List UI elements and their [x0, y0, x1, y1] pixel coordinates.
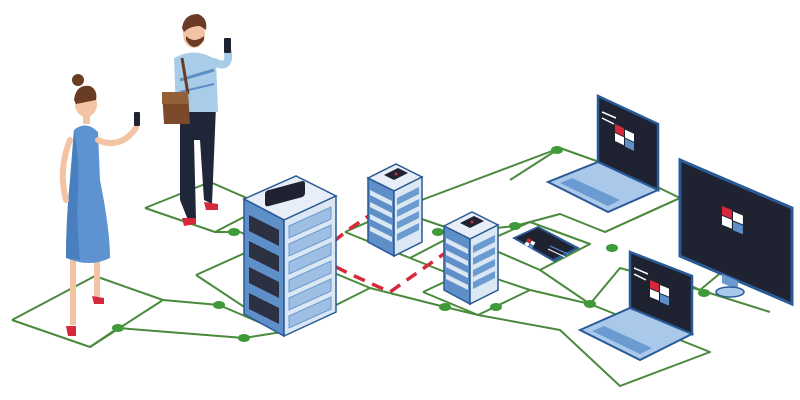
network-node-icon — [606, 244, 618, 252]
server-rack-icon — [366, 163, 424, 258]
monitor-icon — [678, 157, 794, 307]
network-line — [459, 163, 681, 233]
network-line — [529, 267, 771, 313]
network-node-icon — [238, 334, 250, 342]
network-node-icon — [551, 146, 563, 154]
network-node-icon — [112, 324, 124, 332]
network-node-icon — [439, 303, 451, 311]
network-line — [509, 147, 561, 181]
tablet-icon — [512, 226, 580, 262]
laptop-icon — [545, 94, 661, 214]
network-line — [89, 327, 283, 348]
network-node-icon — [509, 222, 521, 230]
network-line — [539, 269, 591, 305]
network-node-icon — [228, 228, 240, 236]
network-lines — [11, 147, 771, 387]
network-node-icon — [490, 303, 502, 311]
network-node-icon — [698, 289, 710, 297]
network-node-icon — [213, 301, 225, 309]
network-nodes — [112, 146, 710, 342]
person-icon — [162, 14, 233, 226]
network-line — [11, 275, 164, 348]
laptop-icon — [577, 250, 695, 362]
network-node-icon — [584, 300, 596, 308]
person-icon — [59, 74, 140, 336]
server-rack-icon — [242, 175, 338, 338]
network-node-icon — [432, 228, 444, 236]
server-rack-icon — [442, 211, 500, 306]
